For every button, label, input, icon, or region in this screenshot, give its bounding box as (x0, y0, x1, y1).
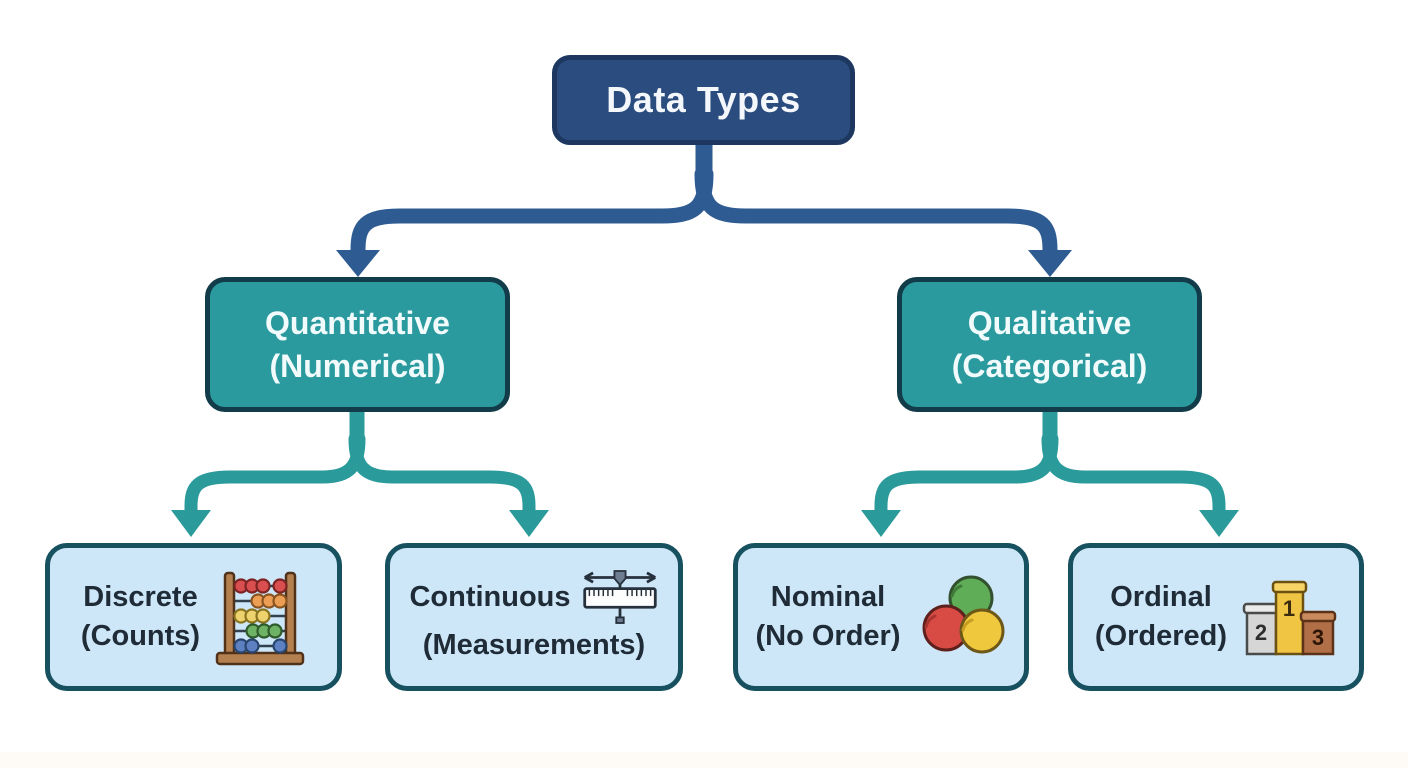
node-discrete-line2: (Counts) (80, 620, 201, 652)
teal-branch-lines-left (184, 401, 536, 520)
node-quantitative-line1: Quantitative (265, 305, 450, 342)
node-nominal: Nominal (No Order) (733, 543, 1029, 691)
node-data-types-label: Data Types (606, 79, 801, 120)
abacus-icon (215, 571, 305, 666)
podium-third-place-label: 3 (1312, 625, 1324, 650)
podium-icon: 2 1 3 (1242, 580, 1337, 656)
node-qualitative-line2: (Categorical) (951, 347, 1148, 384)
podium-first-place-label: 1 (1283, 596, 1295, 621)
arrowhead-to-continuous (509, 510, 549, 537)
node-ordinal-line1: Ordinal (1110, 580, 1212, 613)
bottom-scan-artifact (0, 752, 1408, 768)
node-nominal-line2: (No Order) (755, 620, 901, 652)
teal-branch-lines-right (874, 401, 1226, 520)
arrowhead-to-nominal (861, 510, 901, 537)
arrowhead-to-discrete (171, 510, 211, 537)
node-continuous: Continuous (385, 543, 683, 691)
node-quantitative: Quantitative (Numerical) (205, 277, 510, 412)
node-discrete-line1: Discrete (83, 580, 198, 613)
ruler-slider-icon (582, 570, 657, 625)
node-quantitative-line2: (Numerical) (269, 347, 446, 384)
node-qualitative-line1: Qualitative (967, 305, 1132, 342)
node-continuous-line2: (Measurements) (422, 629, 646, 662)
blue-branch-lines (350, 133, 1058, 263)
node-qualitative: Qualitative (Categorical) (897, 277, 1202, 412)
node-discrete: Discrete (Counts) (45, 543, 342, 691)
node-continuous-line1: Continuous (409, 580, 571, 613)
node-ordinal: Ordinal (Ordered) 2 1 3 (1068, 543, 1364, 691)
node-ordinal-line2: (Ordered) (1094, 620, 1228, 652)
arrowhead-to-ordinal (1199, 510, 1239, 537)
node-nominal-line1: Nominal (770, 580, 886, 613)
arrowhead-to-qualitative (1028, 250, 1072, 277)
node-data-types: Data Types (552, 55, 855, 145)
podium-second-place-label: 2 (1255, 620, 1267, 645)
colored-balls-icon (922, 575, 1004, 654)
arrowhead-to-quantitative (336, 250, 380, 277)
